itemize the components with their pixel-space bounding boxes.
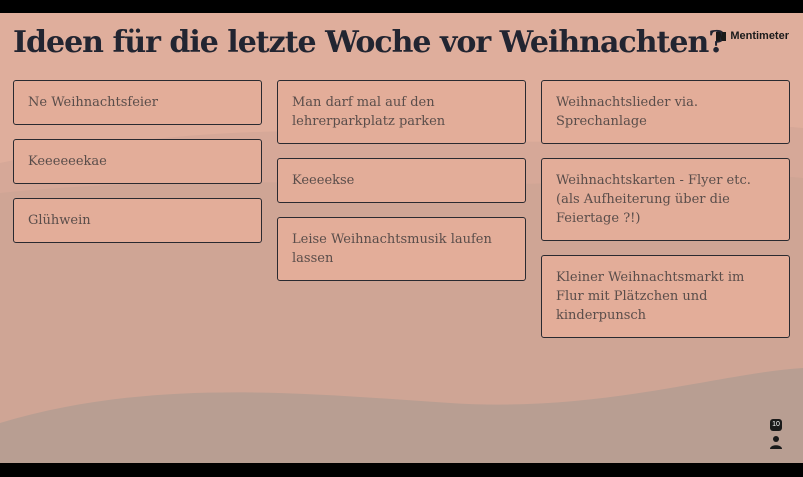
brand-name: Mentimeter <box>730 30 789 42</box>
response-card: Glühwein <box>13 198 262 243</box>
person-icon[interactable] <box>769 435 783 449</box>
mentimeter-logo-icon <box>716 31 727 41</box>
response-card: Kleiner Weihnachtsmarkt im Flur mit Plät… <box>541 255 790 338</box>
response-column-3: Weihnachtslieder via. Sprechanlage Weihn… <box>541 80 790 338</box>
response-card: Leise Weihnachtsmusik laufen lassen <box>277 217 526 281</box>
response-column-2: Man darf mal auf den lehrerparkplatz par… <box>277 80 526 281</box>
participant-controls: 10 <box>769 419 783 449</box>
mentimeter-brand: Mentimeter <box>716 30 789 42</box>
response-card: Keeeeeekae <box>13 139 262 184</box>
response-card: Keeeekse <box>277 158 526 203</box>
slide-title: Ideen für die letzte Woche vor Weihnacht… <box>13 25 726 60</box>
participants-badge-icon: 10 <box>770 419 782 431</box>
response-card: Weihnachtslieder via. Sprechanlage <box>541 80 790 144</box>
presentation-slide: Ideen für die letzte Woche vor Weihnacht… <box>0 13 803 463</box>
response-card: Weihnachtskarten - Flyer etc. (als Aufhe… <box>541 158 790 241</box>
response-card: Ne Weihnachtsfeier <box>13 80 262 125</box>
response-column-1: Ne Weihnachtsfeier Keeeeeekae Glühwein <box>13 80 262 243</box>
response-card: Man darf mal auf den lehrerparkplatz par… <box>277 80 526 144</box>
